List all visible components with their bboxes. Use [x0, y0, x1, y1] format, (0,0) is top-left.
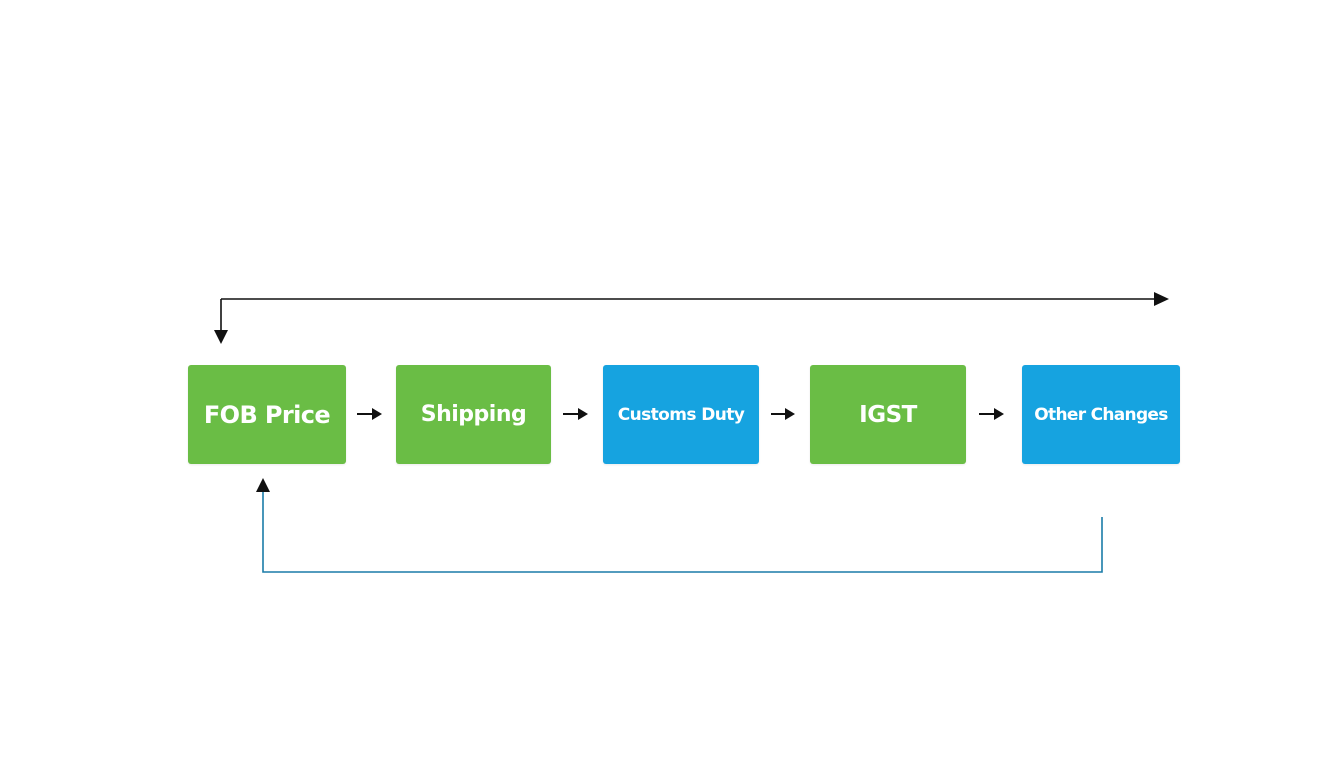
step-arrow-2 [563, 408, 588, 420]
node-igst: IGST [810, 365, 966, 464]
node-other-changes: Other Changes [1022, 365, 1180, 464]
step-arrow-3 [771, 408, 795, 420]
node-shipping: Shipping [396, 365, 551, 464]
step-arrow-1 [357, 408, 382, 420]
node-customs-duty: Customs Duty [603, 365, 759, 464]
return-loop-arrowhead [256, 478, 270, 492]
node-fob-price: FOB Price [188, 365, 346, 464]
top-loop-down-arrowhead [214, 330, 228, 344]
return-loop-line [262, 490, 1103, 573]
step-arrow-4 [979, 408, 1004, 420]
top-loop-right-arrowhead [1154, 292, 1169, 306]
